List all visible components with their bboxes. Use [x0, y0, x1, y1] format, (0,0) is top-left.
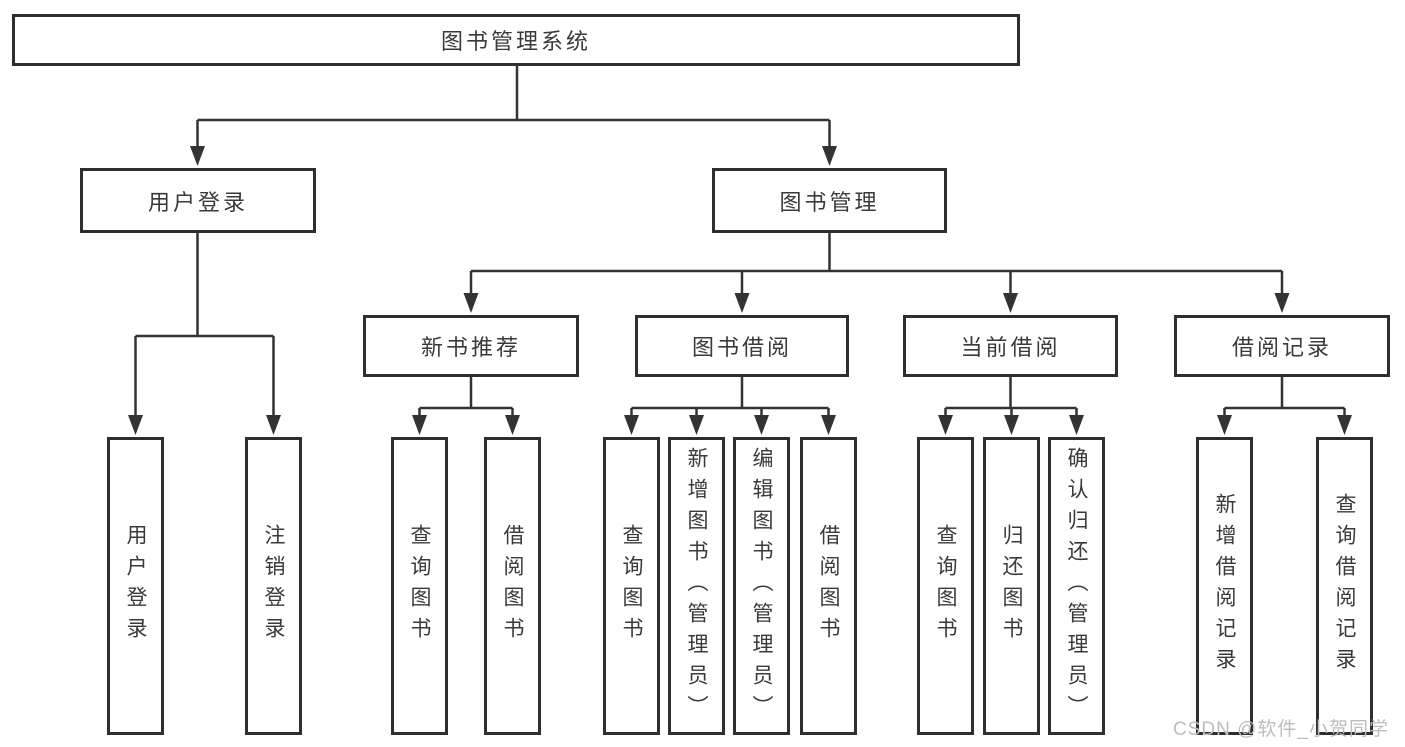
leaf-cb-return-books: 归还图书	[983, 437, 1040, 735]
leaf-bb-edit-books-admin-label: 编辑图书（管理员）	[750, 446, 773, 726]
leaf-nb-borrow-books: 借阅图书	[484, 437, 541, 735]
leaf-bb-borrow-books: 借阅图书	[800, 437, 857, 735]
leaf-logout: 注销登录	[245, 437, 302, 735]
leaf-cb-query-books: 查询图书	[917, 437, 974, 735]
leaf-br-query-record-label: 查询借阅记录	[1333, 493, 1356, 679]
leaf-bb-query-books-label: 查询图书	[620, 524, 643, 648]
tree-edges	[134, 66, 1346, 417]
leaf-user-login: 用户登录	[107, 437, 164, 735]
leaf-br-add-record: 新增借阅记录	[1196, 437, 1253, 735]
leaf-nb-borrow-books-label: 借阅图书	[501, 524, 524, 648]
leaf-cb-return-books-label: 归还图书	[1000, 524, 1023, 648]
leaf-nb-query-books-label: 查询图书	[408, 524, 431, 648]
leaf-bb-query-books: 查询图书	[603, 437, 660, 735]
leaf-br-add-record-label: 新增借阅记录	[1213, 493, 1236, 679]
node-new-book-recommendation: 新书推荐	[363, 315, 579, 377]
leaf-bb-add-books-admin: 新增图书（管理员）	[668, 437, 725, 735]
leaf-cb-query-books-label: 查询图书	[934, 524, 957, 648]
leaf-bb-edit-books-admin: 编辑图书（管理员）	[733, 437, 790, 735]
csdn-watermark: CSDN @软件_小贺同学	[1173, 719, 1389, 740]
leaf-cb-confirm-return-admin: 确认归还（管理员）	[1048, 437, 1105, 735]
node-book-borrowing: 图书借阅	[635, 315, 849, 377]
node-current-borrowing: 当前借阅	[903, 315, 1118, 377]
leaf-br-query-record: 查询借阅记录	[1316, 437, 1373, 735]
arrowheads	[128, 146, 1352, 435]
leaf-user-login-label: 用户登录	[124, 524, 147, 648]
leaf-cb-confirm-return-admin-label: 确认归还（管理员）	[1065, 446, 1088, 726]
leaf-nb-query-books: 查询图书	[391, 437, 448, 735]
node-book-management: 图书管理	[712, 168, 947, 233]
node-user-login: 用户登录	[80, 168, 316, 233]
node-library-management-system: 图书管理系统	[12, 14, 1020, 66]
leaf-bb-borrow-books-label: 借阅图书	[817, 524, 840, 648]
leaf-logout-label: 注销登录	[262, 524, 285, 648]
leaf-bb-add-books-admin-label: 新增图书（管理员）	[685, 446, 708, 726]
node-borrowing-records: 借阅记录	[1174, 315, 1390, 377]
